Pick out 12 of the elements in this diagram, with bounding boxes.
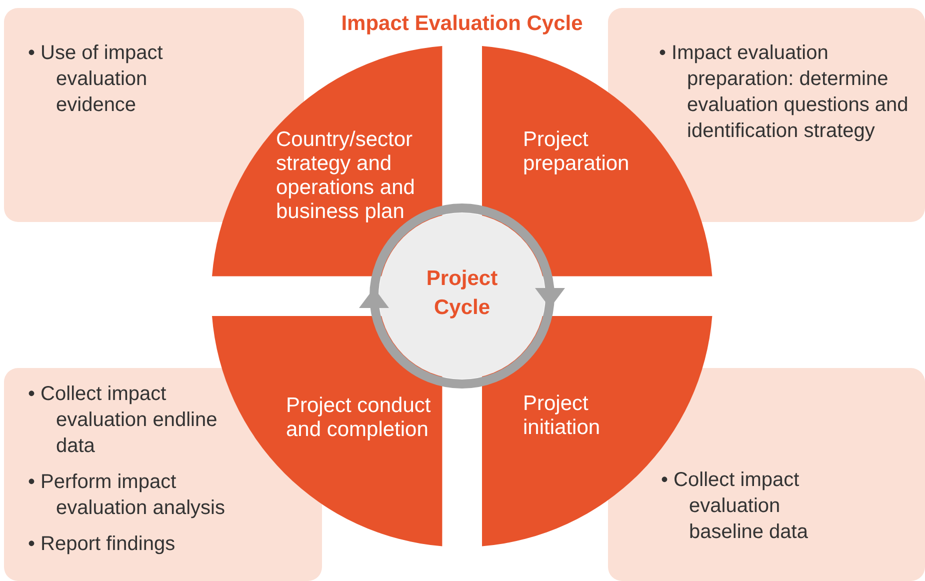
bullet-item: • Collect impact evaluation baseline data <box>661 468 809 545</box>
bullet-item: • Impact evaluation preparation: determine evaluation questions and identification strategy <box>659 41 910 144</box>
bullet-item: • Perform impact evaluation analysis <box>28 470 226 521</box>
center-label: Project Cycle <box>425 266 499 321</box>
bullet-item: • Report findings <box>28 532 176 557</box>
diagram-title: Impact Evaluation Cycle <box>341 12 583 36</box>
segment-label: Project conduct and completion <box>286 394 431 442</box>
segment-label: Project preparation <box>523 128 630 176</box>
segment-label: Country/sector strategy and operations and business plan <box>276 128 416 224</box>
segment-label: Project initiation <box>523 392 602 440</box>
bullet-item: • Use of impact evaluation evidence <box>28 41 164 118</box>
bullet-item: • Collect impact evaluation endline data <box>28 382 218 459</box>
